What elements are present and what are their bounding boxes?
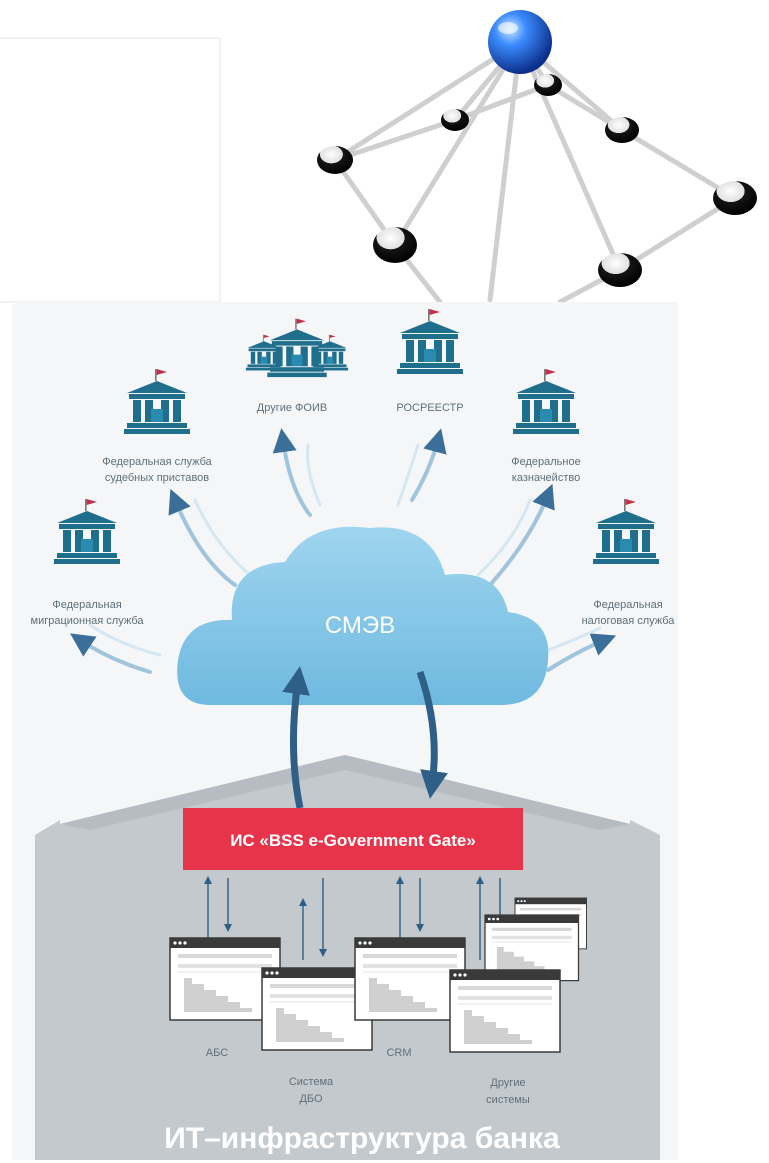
cloud-icon: СМЭВ: [177, 526, 549, 705]
network-graph-icon: [317, 10, 757, 305]
system-label-line-1: АБС: [206, 1047, 228, 1059]
agency-treasury: Федеральное казначейство: [511, 369, 581, 484]
system-label-line-1: Система: [289, 1076, 334, 1088]
agency-label-line-1: Федеральная служба: [102, 456, 212, 468]
arrow-up: [282, 666, 310, 809]
agency-label-line-2: судебных приставов: [105, 472, 209, 484]
system-dbo: Система ДБО: [261, 967, 373, 1105]
agency-migration-service: Федеральная миграционная служба: [31, 499, 145, 627]
system-label-line-1: Другие: [490, 1077, 525, 1089]
agency-label-line-1: РОСРЕЕСТР: [396, 402, 463, 414]
application-window-icon: [354, 937, 466, 1021]
gateway-box: [183, 808, 523, 870]
agency-tax-service: Федеральная налоговая служба: [582, 499, 676, 627]
application-window-icon: [449, 969, 561, 1053]
infrastructure-label: ИТ–инфраструктура банка: [164, 1122, 560, 1155]
agency-label-line-2: налоговая служба: [582, 615, 676, 627]
agency-other-foiv: Другие ФОИВ: [245, 318, 349, 414]
decorative-frame: [0, 37, 221, 303]
gateway-label: ИС «BSS e-Government Gate»: [230, 831, 476, 850]
agency-label-line-2: казначейство: [512, 472, 580, 484]
agency-bailiffs-service: Федеральная служба судебных приставов: [102, 369, 213, 484]
agency-label-line-1: Другие ФОИВ: [257, 402, 327, 414]
bank-roof: [60, 755, 630, 830]
system-label-line-2: системы: [486, 1094, 530, 1106]
system-abs: АБС: [169, 937, 281, 1059]
arrow-down: [416, 670, 448, 799]
system-label-line-1: CRM: [386, 1047, 411, 1059]
agency-rosreestr: РОСРЕЕСТР: [396, 309, 464, 414]
cloud-label: СМЭВ: [325, 612, 395, 639]
agency-label-line-1: Федеральная: [52, 599, 121, 611]
agency-label-line-1: Федеральное: [511, 456, 580, 468]
system-other: Другие системы: [449, 897, 587, 1106]
agency-label-line-1: Федеральная: [593, 599, 662, 611]
system-crm: CRM: [354, 937, 466, 1059]
agency-label-line-2: миграционная служба: [31, 615, 145, 627]
system-label-line-2: ДБО: [299, 1093, 323, 1105]
